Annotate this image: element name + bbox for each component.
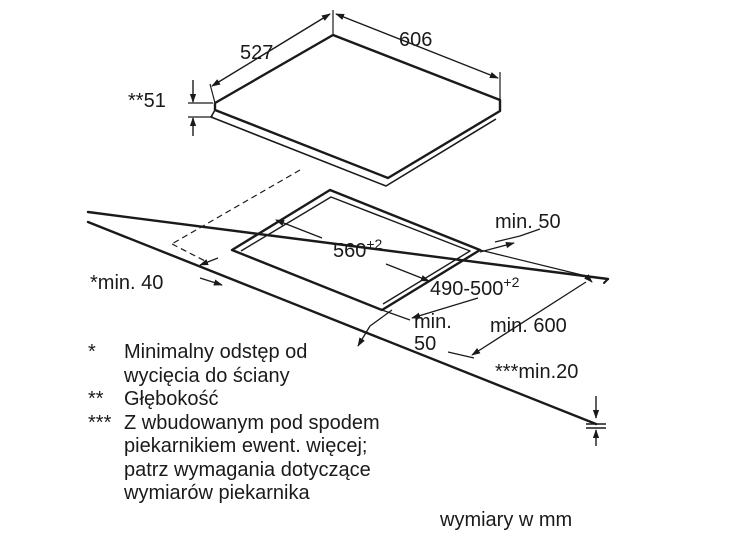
dim-width-line (335, 13, 499, 79)
footnote-mark: ** (88, 388, 104, 410)
footnote-text: Minimalny odstęp od wycięcia do ściany (124, 341, 308, 387)
footnote-1: * Minimalny odstęp od wycięcia do ściany (88, 341, 380, 388)
label-cutout-width: 560+2 (333, 236, 383, 262)
label-depth: 527 (240, 42, 273, 64)
footnote-3: *** Z wbudowanym pod spodem piekarnikiem… (88, 412, 380, 506)
label-front-gap-line2: 50 (414, 333, 436, 355)
projection-lines (169, 169, 301, 263)
worktop (86, 210, 610, 426)
hob-frame (210, 116, 497, 187)
hob-frame-side (210, 109, 216, 118)
footnote-text: Głębokość (124, 388, 219, 410)
hob-front-edge (214, 109, 501, 179)
dim-cutout-depth (381, 249, 587, 321)
dim-wall-gap (199, 257, 223, 286)
worktop-left-edge (86, 220, 598, 426)
footnote-mark: *** (88, 411, 112, 434)
footnote-mark: * (88, 341, 96, 363)
footnote-legend: * Minimalny odstęp od wycięcia do ściany… (88, 341, 380, 506)
dim-front-gap (357, 309, 393, 347)
label-back-gap: min. 50 (495, 211, 561, 233)
dim-back-gap (479, 228, 541, 253)
label-wall-gap: *min. 40 (90, 272, 163, 294)
hob-extension-lines (188, 10, 501, 118)
footnote-2: ** Głębokość (88, 388, 380, 412)
dim-depth-line (211, 13, 331, 87)
label-front-gap-line1: min. (414, 311, 452, 333)
label-thickness: **51 (128, 90, 166, 112)
dim-cutout-width-arrows (275, 219, 430, 282)
dim-worktop-thickness (586, 396, 606, 446)
label-cutout-depth: 490-500+2 (430, 274, 520, 300)
label-worktop-depth: min. 600 (490, 315, 567, 337)
footnote-text: Z wbudowanym pod spodem piekarnikiem ewe… (124, 411, 380, 505)
dim-worktop-depth (447, 274, 593, 359)
units-note: wymiary w mm (440, 509, 573, 531)
worktop-back-edge (86, 210, 610, 281)
worktop-right-edge (603, 278, 609, 284)
label-worktop-thickness: ***min.20 (495, 361, 578, 383)
label-width: 606 (399, 29, 432, 51)
